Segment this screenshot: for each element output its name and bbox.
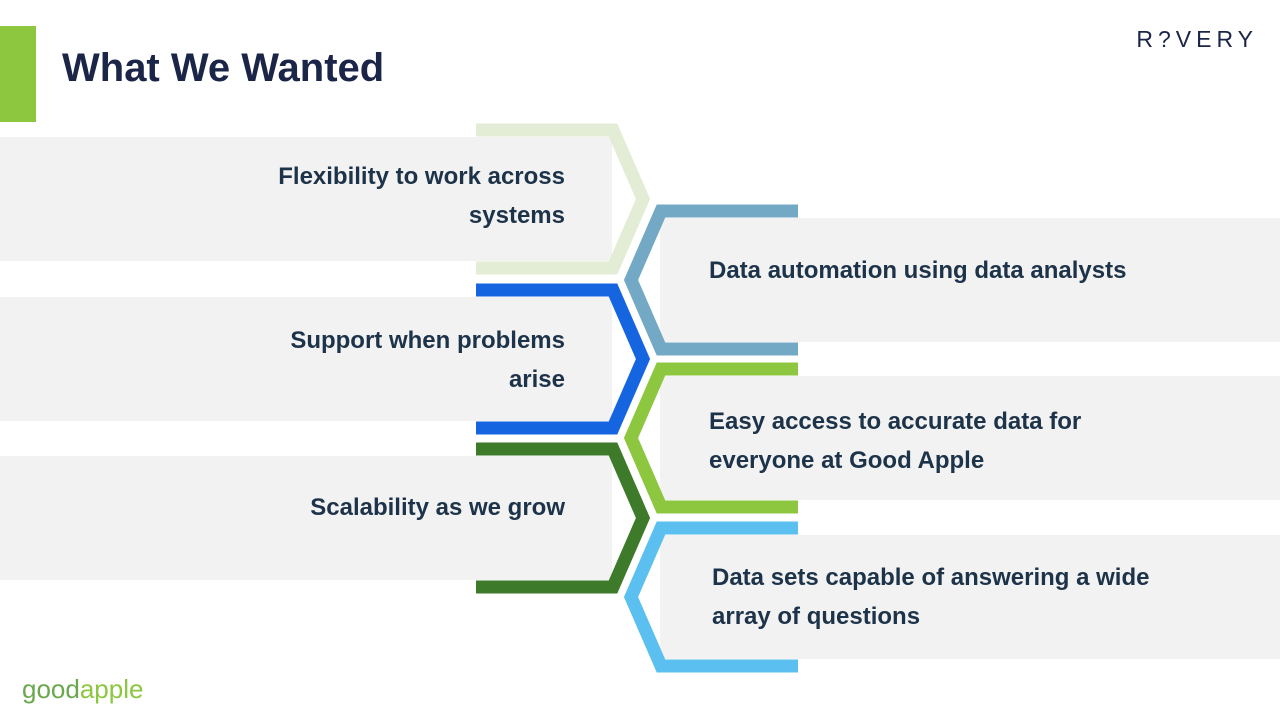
left-item-3-text: Scalability as we grow [310, 488, 565, 527]
left-band-3 [0, 456, 612, 580]
left-item-1-line-2: systems [468, 202, 565, 229]
left-chevron-3 [476, 442, 651, 594]
left-chevron-2 [476, 283, 651, 435]
right-band-2 [660, 376, 1280, 500]
left-band-1 [0, 137, 612, 261]
right-chevron-1 [623, 204, 798, 356]
left-item-3-line-1: Scalability as we grow [310, 494, 565, 521]
right-item-3-line-2: array of questions [712, 603, 921, 630]
right-item-1-text: Data automation using data analysts [709, 251, 1126, 290]
right-item-3-text: Data sets capable of answering a wide ar… [712, 558, 1149, 636]
left-item-1-text: Flexibility to work across systems [278, 157, 565, 235]
slide-title: What We Wanted [62, 46, 385, 90]
right-item-2-line-2: everyone at Good Apple [709, 447, 985, 474]
goodapple-logo-good: good [22, 674, 80, 704]
right-chevron-2 [623, 362, 798, 514]
left-item-2-line-2: arise [508, 366, 565, 393]
title-accent-bar [0, 26, 36, 122]
right-item-3-line-1: Data sets capable of answering a wide [712, 564, 1150, 591]
right-item-1-line-1: Data automation using data analysts [709, 257, 1127, 284]
goodapple-logo: goodapple [22, 674, 143, 705]
left-item-2-text: Support when problems arise [290, 321, 565, 399]
goodapple-logo-apple: apple [79, 674, 144, 704]
left-item-1-line-1: Flexibility to work across [278, 163, 565, 190]
right-item-2-line-1: Easy access to accurate data for [709, 408, 1082, 435]
rivery-logo: R?VERY [1136, 26, 1258, 52]
left-chevron-1 [476, 123, 651, 275]
left-item-2-line-1: Support when problems [290, 327, 565, 354]
right-item-2-text: Easy access to accurate data for everyon… [709, 402, 1081, 480]
left-band-2 [0, 297, 612, 421]
right-band-1 [660, 218, 1280, 342]
right-band-3 [660, 535, 1280, 659]
right-chevron-3 [623, 521, 798, 673]
